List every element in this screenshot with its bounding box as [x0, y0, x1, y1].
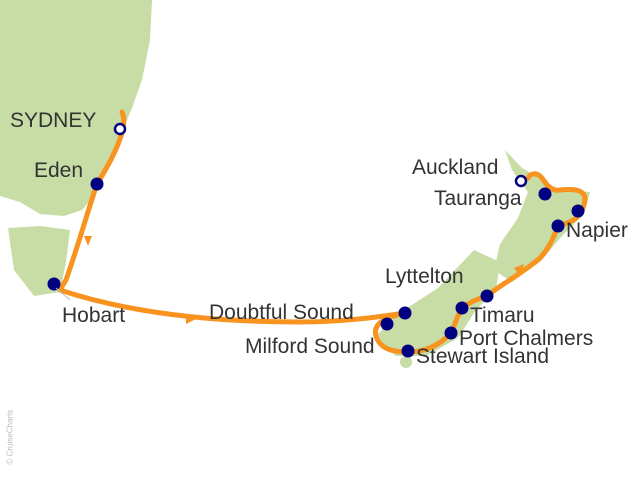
port-label-stewart-island: Stewart Island [416, 345, 550, 368]
nz-north-island-land [494, 150, 590, 282]
port-marker-timaru[interactable] [455, 301, 469, 315]
port-marker-tauranga[interactable] [538, 187, 552, 201]
land [0, 0, 590, 368]
port-marker-stewart-island[interactable] [401, 344, 415, 358]
port-label-napier: Napier [566, 219, 628, 242]
australia-land [0, 0, 152, 216]
port-label-milford-sound: Milford Sound [245, 335, 375, 358]
port-marker-gisborne[interactable] [571, 204, 585, 218]
port-marker-eden[interactable] [90, 177, 104, 191]
watermark: © CruiseCharts [5, 409, 15, 465]
route [57, 109, 588, 355]
port-label-doubtful-sound: Doubtful Sound [209, 301, 354, 324]
port-marker-napier[interactable] [551, 219, 565, 233]
port-label-lyttelton: Lyttelton [385, 265, 464, 288]
port-marker-doubtful-sound[interactable] [398, 306, 412, 320]
port-label-eden: Eden [34, 159, 84, 182]
port-label-tauranga: Tauranga [434, 187, 522, 210]
hobart-leader-line [55, 287, 71, 301]
port-marker-lyttelton[interactable] [480, 289, 494, 303]
port-marker-hobart[interactable] [47, 277, 61, 291]
direction-arrow-icon [514, 264, 524, 276]
port-marker-milford-sound[interactable] [380, 317, 394, 331]
port-marker-auckland[interactable] [514, 174, 528, 188]
port-label-port-chalmers: Port Chalmers [459, 327, 594, 350]
port-markers [47, 122, 585, 358]
port-label-timaru: Timaru [470, 304, 535, 327]
port-marker-port-chalmers[interactable] [444, 326, 458, 340]
port-label-sydney: SYDNEY [10, 109, 97, 132]
port-label-auckland: Auckland [412, 156, 499, 179]
port-marker-sydney[interactable] [113, 122, 127, 136]
direction-arrow-icon [84, 236, 92, 246]
direction-arrow-icon [186, 314, 196, 324]
nz-south-island-land [374, 250, 500, 356]
route-line [57, 109, 588, 355]
route-arrows [84, 236, 524, 324]
stewart-island-land [400, 356, 412, 368]
port-label-hobart: Hobart [62, 304, 126, 327]
